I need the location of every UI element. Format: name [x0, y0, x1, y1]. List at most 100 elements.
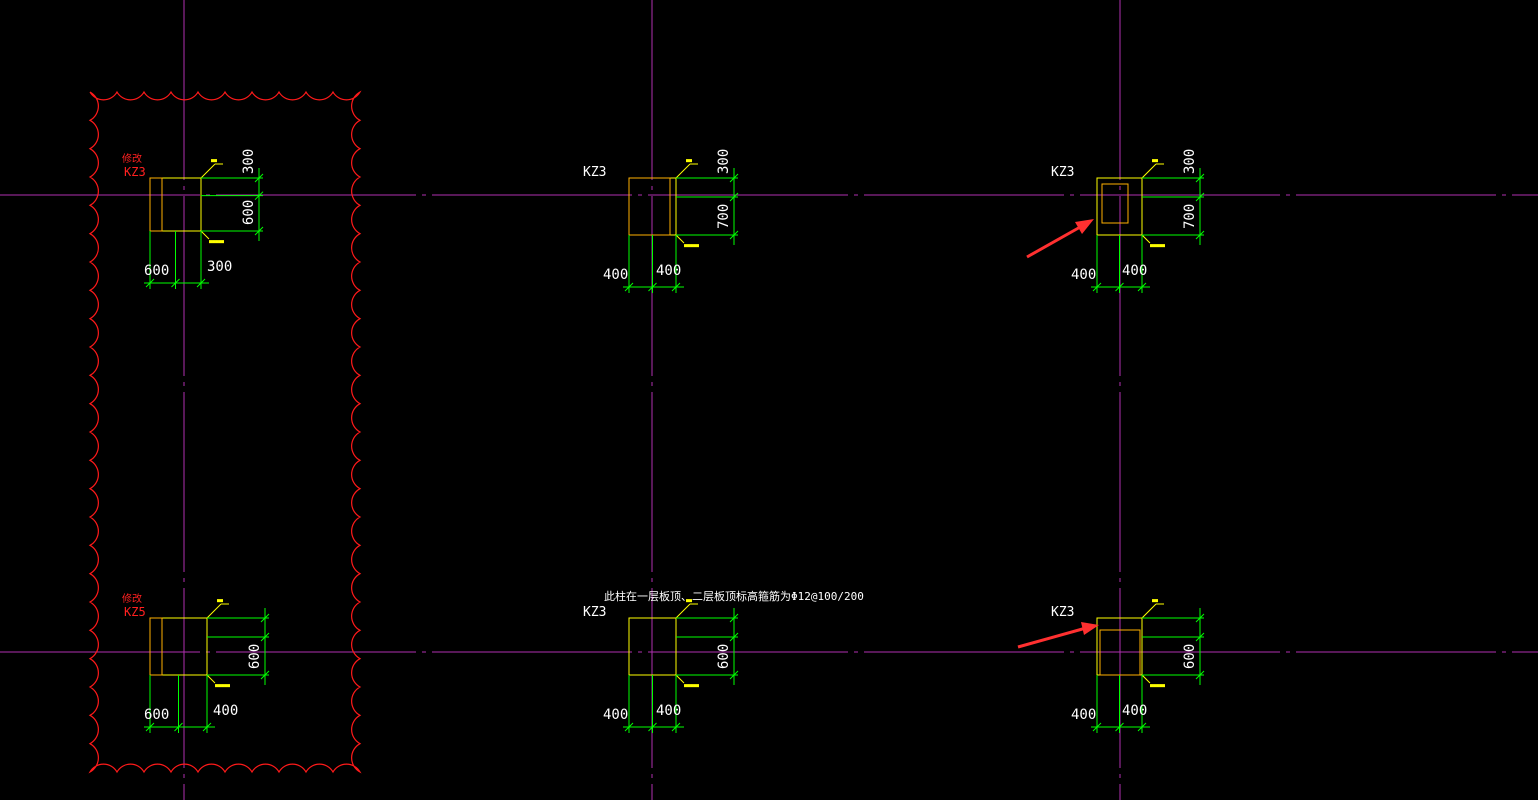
dim-tick [196, 278, 206, 288]
rebar-tag: ■■ [686, 158, 692, 164]
rebar-tag: ■■ [1152, 158, 1158, 164]
stirrup-tag: ■■■■■ [209, 239, 224, 245]
dim-text-right: 700 [1182, 204, 1198, 229]
column-section [149, 177, 163, 232]
dim-tick [729, 670, 739, 680]
dim-text-bottom-right: 400 [1122, 703, 1147, 719]
dim-text-bottom-right: 400 [213, 703, 238, 719]
leader-line [206, 603, 222, 619]
dim-tick [671, 722, 681, 732]
dim-tick [145, 278, 155, 288]
dim-text-top: 300 [716, 149, 732, 174]
column-section [1101, 183, 1129, 224]
dim-text-bottom-right: 400 [656, 263, 681, 279]
modify-mark: 修改 [122, 592, 142, 605]
stirrup-tag: ■■■■■ [1150, 243, 1165, 249]
dim-tick [260, 670, 270, 680]
dim-tick [1195, 192, 1205, 202]
dim-text-right: 600 [1182, 644, 1198, 669]
dim-tick [260, 613, 270, 623]
dim-tick [171, 278, 180, 288]
dim-tick [1195, 613, 1205, 623]
dim-text-top: 300 [1182, 149, 1198, 174]
leader-line [1141, 674, 1151, 684]
column-label: KZ3 [1051, 605, 1074, 620]
dim-tick [1115, 282, 1124, 292]
dim-tick [624, 282, 634, 292]
leader-line [200, 163, 216, 179]
stirrup-tag: ■■■■■ [1150, 683, 1165, 689]
leader-line [1141, 234, 1151, 244]
dim-text-right: 600 [716, 644, 732, 669]
dim-tick [648, 722, 657, 732]
arrow-bottom-right [1017, 622, 1099, 649]
leader-line [1141, 603, 1157, 619]
dim-tick [254, 173, 264, 183]
column-label: KZ3 [583, 165, 606, 180]
column-note: 此柱在一层板顶、二层板顶标高箍筋为Φ12@100/200 [604, 589, 864, 603]
dim-text-bottom-left: 400 [1071, 707, 1096, 723]
dim-text-right: 600 [241, 200, 257, 225]
dim-tick [260, 632, 270, 642]
column-label: KZ5 [124, 605, 146, 619]
stirrup-tag: ■■■■■ [215, 683, 230, 689]
dim-tick [1137, 282, 1147, 292]
leader-line [200, 230, 210, 240]
dim-text-bottom-right: 400 [656, 703, 681, 719]
leader-line [206, 674, 216, 684]
column-label: KZ3 [1051, 165, 1074, 180]
leader-line [675, 234, 685, 244]
dim-text-right: 700 [716, 204, 732, 229]
dim-tick [729, 192, 739, 202]
dim-tick [624, 722, 634, 732]
dim-text-top: 300 [241, 149, 257, 174]
arrow-top-right [1026, 219, 1094, 259]
dim-tick [202, 722, 212, 732]
dim-text-bottom-left: 600 [144, 707, 169, 723]
dim-tick [729, 613, 739, 623]
revision-cloud [88, 90, 362, 774]
stirrup-tag: ■■■■■ [684, 243, 699, 249]
leader-line [675, 163, 691, 179]
column-label: KZ3 [124, 165, 146, 179]
column-outline [149, 177, 202, 232]
dim-tick [1092, 282, 1102, 292]
dim-tick [1115, 722, 1124, 732]
dim-tick [671, 282, 681, 292]
dim-tick [729, 632, 739, 642]
dim-tick [145, 722, 155, 732]
dim-text-right: 600 [247, 644, 263, 669]
annotation-arrows [1017, 219, 1099, 649]
dim-text-bottom-right: 400 [1122, 263, 1147, 279]
column-section [149, 617, 163, 676]
leader-line [675, 674, 685, 684]
dim-tick [729, 230, 739, 240]
dim-tick [1195, 230, 1205, 240]
rebar-tag: ■■ [686, 598, 692, 604]
dim-tick [1137, 722, 1147, 732]
dim-text-bottom-left: 400 [1071, 267, 1096, 283]
dim-text-bottom-left: 400 [603, 707, 628, 723]
column-label: KZ3 [583, 605, 606, 620]
dim-tick [254, 191, 264, 201]
dim-tick [1092, 722, 1102, 732]
rebar-tag: ■■ [211, 158, 217, 164]
dim-text-bottom-left: 400 [603, 267, 628, 283]
column-section [628, 177, 671, 236]
dim-tick [254, 226, 264, 236]
column-outline [149, 617, 208, 676]
dim-tick [1195, 173, 1205, 183]
leader-line [1141, 163, 1157, 179]
dim-tick [174, 722, 183, 732]
stirrup-tag: ■■■■■ [684, 683, 699, 689]
dim-tick [729, 173, 739, 183]
